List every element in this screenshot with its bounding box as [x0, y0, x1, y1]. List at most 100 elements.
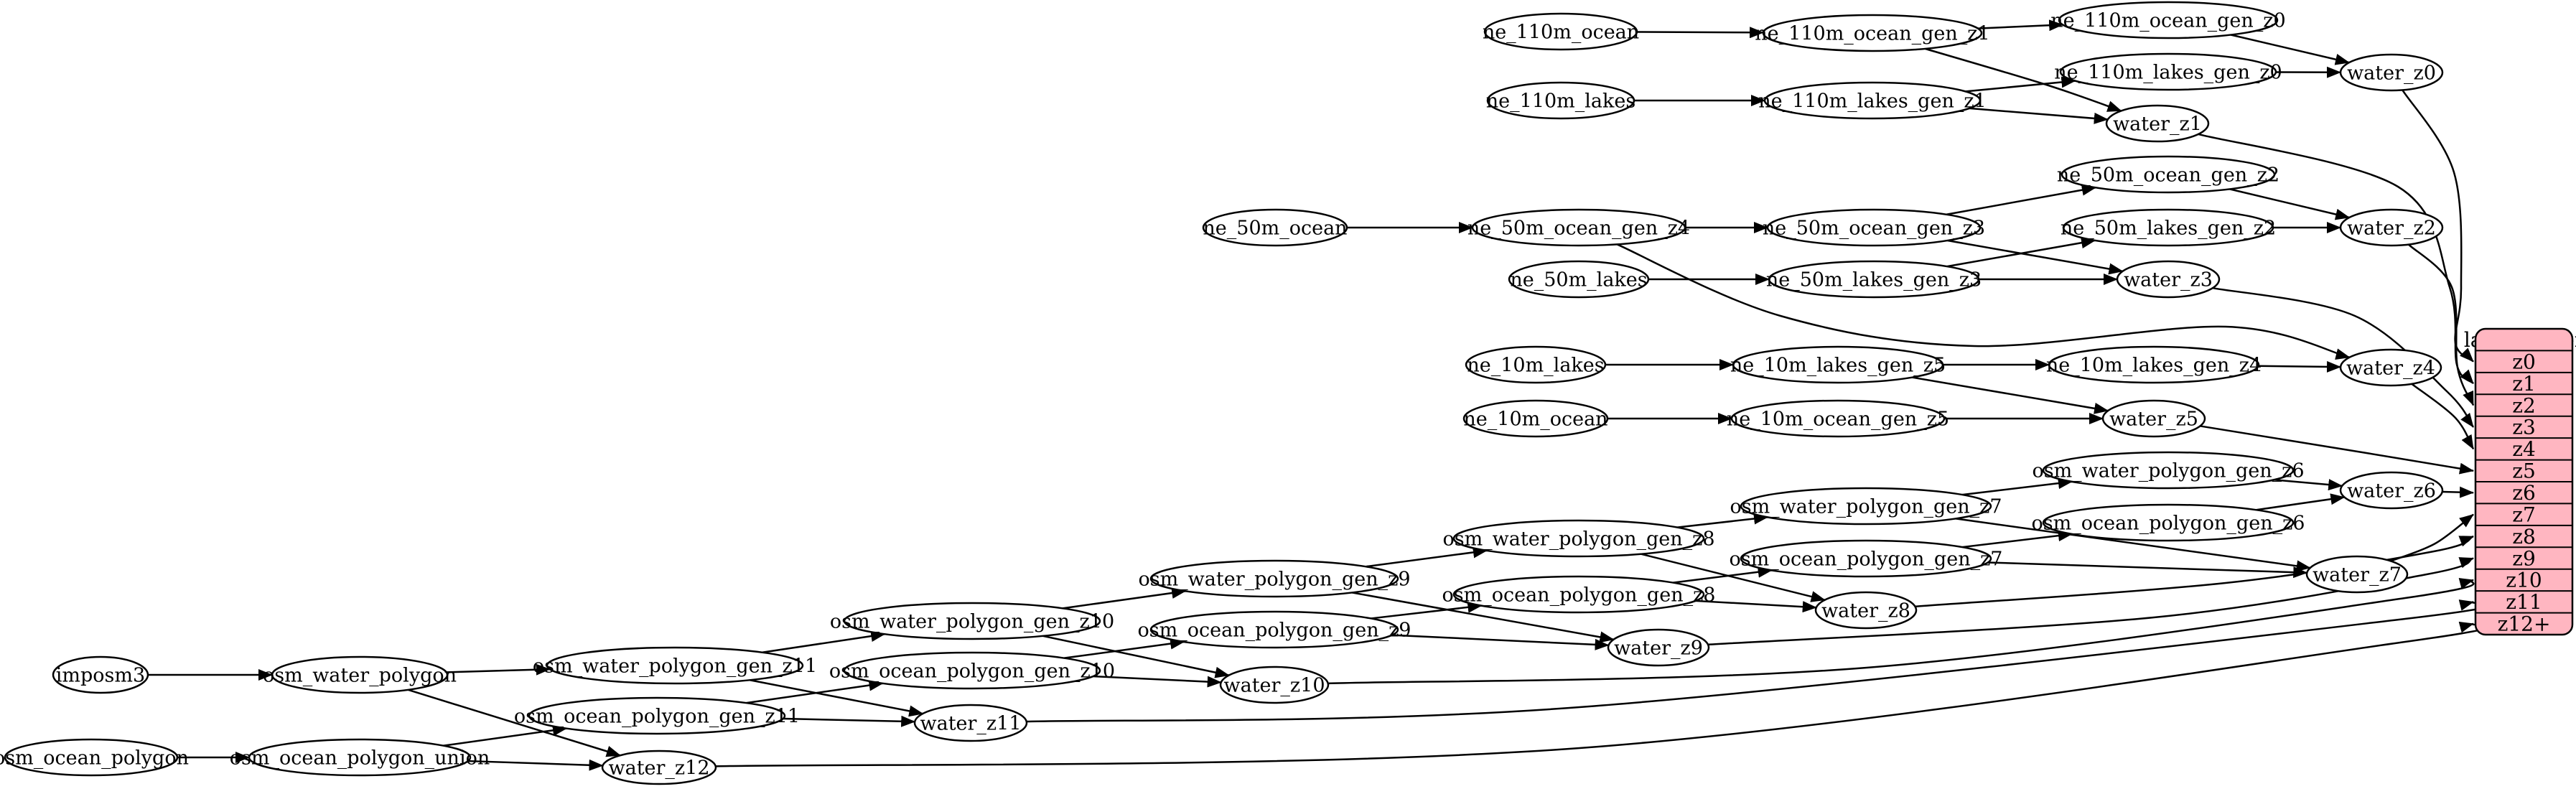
node-label: ne_10m_lakes_gen_z5 [1730, 354, 1946, 376]
edge-osm_water_polygon_gen_z11-to-water_z11 [750, 679, 924, 717]
edge-osm_water_polygon_gen_z7-to-osm_water_polygon_gen_z6 [1961, 477, 2073, 496]
graph-node-ne_110m_ocean_gen_z0: ne_110m_ocean_gen_z0 [2050, 1, 2286, 39]
graph-node-osm_ocean_polygon: osm_ocean_polygon [0, 738, 189, 777]
graph-node-water_z3: water_z3 [2116, 260, 2221, 299]
graph-node-water_z4: water_z4 [2339, 348, 2442, 387]
graph-node-ne_50m_ocean_gen_z4: ne_50m_ocean_gen_z4 [1467, 208, 1690, 247]
node-label: osm_water_polygon_gen_z8 [1442, 528, 1714, 550]
graph-node-ne_10m_ocean_gen_z5: ne_10m_ocean_gen_z5 [1727, 399, 1949, 438]
node-label: ne_10m_lakes_gen_z4 [2046, 354, 2262, 376]
node-label: water_z6 [2347, 480, 2436, 502]
node-label: ne_50m_ocean_gen_z3 [1763, 217, 1985, 239]
node-shape [1149, 559, 1399, 598]
edge-ne_50m_ocean_gen_z2-to-water_z2 [2229, 188, 2351, 220]
graph-node-osm_ocean_polygon_union: osm_ocean_polygon_union [230, 738, 490, 777]
node-shape [843, 602, 1101, 640]
graph-node-water_z11: water_z11 [913, 704, 1028, 742]
node-label: water_z12 [608, 757, 709, 779]
node-shape [1740, 487, 1992, 526]
node-label: osm_ocean_polygon_gen_z6 [2032, 512, 2305, 534]
edge-osm_ocean_polygon_gen_z9-to-water_z9 [1391, 634, 1610, 650]
graph-node-osm_water_polygon_gen_z10: osm_water_polygon_gen_z10 [830, 602, 1114, 640]
node-shape [2042, 451, 2295, 490]
node-shape [1607, 628, 1710, 667]
table-row-z10: z10 [2506, 569, 2542, 592]
node-shape [2305, 555, 2409, 594]
graph-node-osm_ocean_polygon_gen_z7: osm_ocean_polygon_gen_z7 [1730, 539, 2002, 578]
edge-ne_50m_ocean_gen_z4-to-water_z4 [1616, 243, 2351, 360]
edge-osm_water_polygon-to-osm_water_polygon_gen_z11 [446, 663, 551, 676]
edge-ne_50m_ocean_gen_z3-to-ne_50m_ocean_gen_z2 [1946, 184, 2096, 215]
node-label: ne_110m_lakes [1486, 90, 1635, 112]
graph-node-ne_110m_lakes_gen_z0: ne_110m_lakes_gen_z0 [2054, 52, 2282, 91]
table-row-z2: z2 [2512, 393, 2536, 417]
node-shape [2339, 348, 2442, 387]
table-row-z5: z5 [2512, 459, 2536, 483]
node-shape [2339, 471, 2444, 510]
graph-node-water_z12: water_z12 [601, 750, 717, 785]
graph-node-ne_50m_lakes_gen_z2: ne_50m_lakes_gen_z2 [2061, 208, 2276, 247]
node-label: water_z1 [2113, 113, 2202, 135]
node-shape [2105, 104, 2210, 143]
graph-node-water_z1: water_z1 [2105, 104, 2210, 143]
node-shape [843, 651, 1101, 690]
node-shape [2042, 503, 2295, 542]
node-label: water_z10 [1223, 674, 1325, 696]
edge-osm_ocean_polygon_gen_z6-to-water_z6 [2256, 493, 2346, 511]
edge-ne_110m_lakes_gen_z1-to-ne_110m_lakes_gen_z0 [1965, 76, 2076, 93]
edge-ne_50m_ocean_gen_z3-to-water_z3 [1947, 239, 2124, 275]
node-label: water_z3 [2124, 269, 2213, 291]
node-shape [2048, 345, 2260, 384]
node-shape [1149, 610, 1399, 649]
edge-osm_water_polygon_gen_z6-to-water_z6 [2274, 479, 2343, 491]
node-label: water_z0 [2347, 62, 2436, 84]
table-row-z12+: z12+ [2498, 612, 2551, 636]
edge-water_z7-to-layer_water-z7 [2390, 513, 2474, 562]
edge-osm_ocean_polygon_gen_z9-to-osm_ocean_polygon_gen_z8 [1371, 601, 1483, 620]
graph-node-ne_50m_ocean_gen_z2: ne_50m_ocean_gen_z2 [2057, 155, 2279, 194]
node-label: osm_water_polygon [263, 664, 457, 686]
node-label: osm_water_polygon_gen_z7 [1730, 495, 2002, 518]
node-shape [1508, 260, 1650, 299]
graph-node-water_z10: water_z10 [1219, 666, 1330, 704]
edge-osm_water_polygon_gen_z8-to-water_z8 [1641, 553, 1826, 602]
node-label: osm_water_polygon_gen_z9 [1138, 568, 1410, 590]
node-shape [4, 738, 179, 777]
edge-water_z3-to-layer_water-z3 [2212, 286, 2475, 428]
graph-node-osm_water_polygon_gen_z9: osm_water_polygon_gen_z9 [1138, 559, 1411, 598]
edge-osm_water_polygon_gen_z9-to-osm_water_polygon_gen_z8 [1366, 546, 1488, 568]
node-shape [528, 696, 786, 735]
edge-osm_ocean_polygon_union-to-osm_ocean_polygon_gen_z11 [443, 724, 567, 747]
node-shape [2339, 53, 2444, 92]
node-shape [1452, 519, 1705, 558]
node-label: ne_10m_ocean [1463, 408, 1607, 430]
graph-node-osm_water_polygon_gen_z11: osm_water_polygon_gen_z11 [533, 646, 817, 685]
edge-ne_10m_lakes_gen_z4-to-water_z4 [2258, 360, 2342, 373]
edge-ne_10m_lakes_gen_z5-to-water_z5 [1912, 376, 2109, 414]
node-shape [2059, 52, 2277, 91]
node-label: osm_ocean_polygon_gen_z8 [1442, 584, 1716, 606]
node-label: osm_ocean_polygon_union [230, 747, 490, 769]
edge-ne_110m_lakes_gen_z1-to-water_z1 [1969, 107, 2109, 124]
node-label: ne_50m_lakes_gen_z3 [1766, 269, 1982, 291]
edge-osm_ocean_polygon_gen_z11-to-osm_ocean_polygon_gen_z10 [746, 679, 884, 704]
graph-node-ne_10m_lakes_gen_z5: ne_10m_lakes_gen_z5 [1730, 345, 1946, 384]
node-label: ne_50m_lakes [1510, 269, 1647, 291]
graph-node-ne_10m_ocean: ne_10m_ocean [1462, 399, 1609, 438]
table-row-z6: z6 [2512, 481, 2536, 505]
node-shape [52, 655, 149, 694]
node-shape [1202, 208, 1348, 247]
node-label: water_z2 [2347, 217, 2436, 239]
graph-node-water_z6: water_z6 [2339, 471, 2444, 510]
edge-osm_ocean_polygon_gen_z8-to-osm_ocean_polygon_gen_z7 [1673, 566, 1773, 584]
node-shape [1483, 12, 1638, 51]
node-label: osm_ocean_polygon_gen_z11 [514, 705, 800, 727]
graph-node-osm_water_polygon_gen_z8: osm_water_polygon_gen_z8 [1442, 519, 1715, 558]
node-label: ne_10m_ocean_gen_z5 [1727, 408, 1949, 430]
node-shape [1768, 260, 1980, 299]
edge-osm_water_polygon_gen_z8-to-osm_water_polygon_gen_z7 [1676, 513, 1768, 528]
graph-node-osm_water_polygon_gen_z7: osm_water_polygon_gen_z7 [1730, 487, 2002, 526]
graph-node-osm_ocean_polygon_gen_z9: osm_ocean_polygon_gen_z9 [1138, 610, 1411, 649]
graph-node-ne_50m_lakes_gen_z3: ne_50m_lakes_gen_z3 [1766, 260, 1982, 299]
node-shape [1766, 208, 1982, 247]
